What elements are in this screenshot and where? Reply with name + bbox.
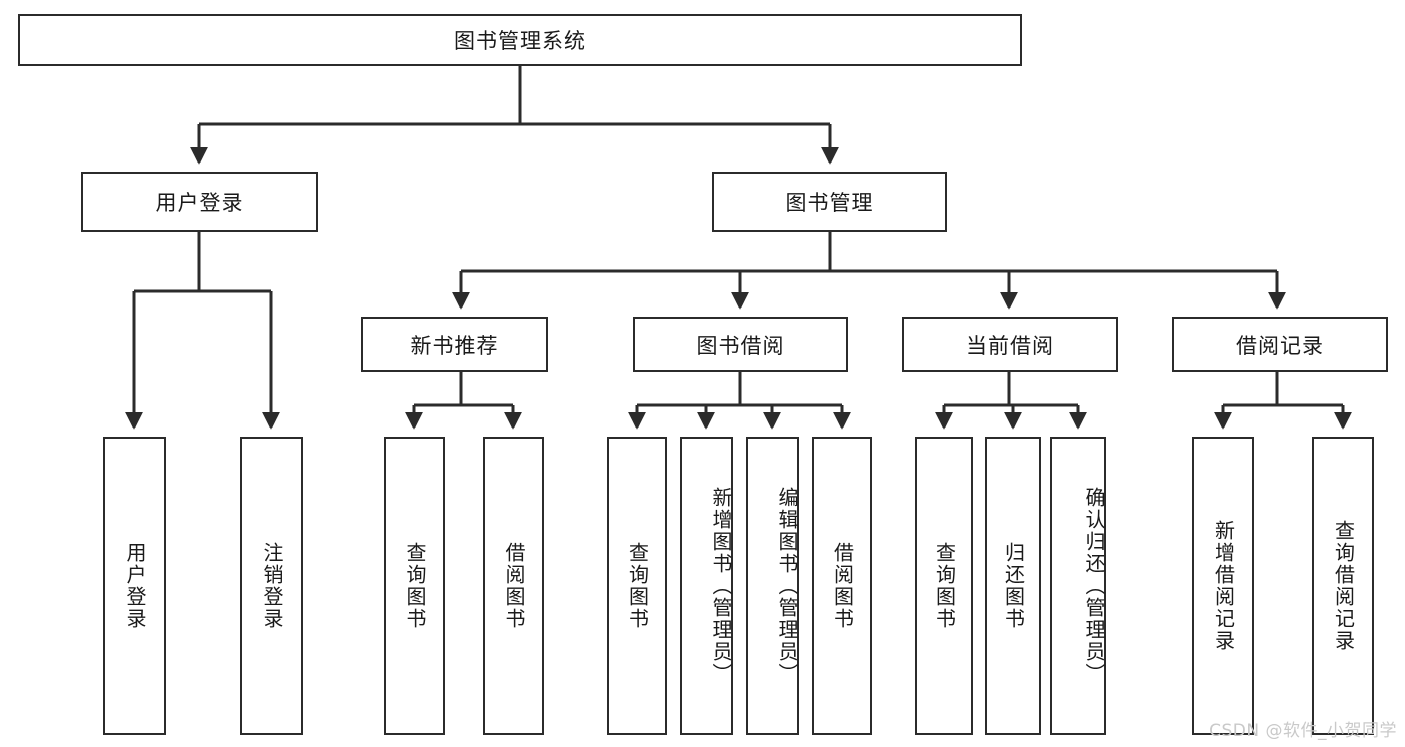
node-leaf-borrow-book-rec-label: 借阅图书 — [502, 542, 526, 630]
node-user-login-label: 用户登录 — [155, 191, 244, 215]
node-leaf-edit-book-label: 编辑图书（管理员） — [775, 487, 799, 685]
node-leaf-query-book-borrow[interactable]: 查询图书 — [607, 437, 667, 735]
node-leaf-user-login[interactable]: 用户登录 — [103, 437, 166, 735]
node-leaf-return-book-label: 归还图书 — [1001, 542, 1026, 630]
node-leaf-return-book[interactable]: 归还图书 — [985, 437, 1041, 735]
node-leaf-borrow-book[interactable]: 借阅图书 — [812, 437, 872, 735]
node-current-borrow-label: 当前借阅 — [966, 333, 1054, 358]
node-root-label: 图书管理系统 — [454, 29, 586, 53]
node-leaf-logout[interactable]: 注销登录 — [240, 437, 303, 735]
node-new-book-recommend-label: 新书推荐 — [410, 333, 499, 358]
node-leaf-add-record[interactable]: 新增借阅记录 — [1192, 437, 1254, 735]
node-leaf-query-book-rec-label: 查询图书 — [403, 542, 427, 630]
node-leaf-query-record[interactable]: 查询借阅记录 — [1312, 437, 1374, 735]
node-borrow-record[interactable]: 借阅记录 — [1172, 317, 1388, 372]
node-leaf-query-book-current[interactable]: 查询图书 — [915, 437, 973, 735]
node-book-management[interactable]: 图书管理 — [712, 172, 947, 232]
node-leaf-query-book-rec[interactable]: 查询图书 — [384, 437, 445, 735]
node-leaf-add-book[interactable]: 新增图书（管理员） — [680, 437, 733, 735]
node-leaf-edit-book[interactable]: 编辑图书（管理员） — [746, 437, 799, 735]
node-current-borrow[interactable]: 当前借阅 — [902, 317, 1118, 372]
node-leaf-confirm-return-label: 确认归还（管理员） — [1082, 487, 1106, 685]
node-book-management-label: 图书管理 — [785, 191, 874, 215]
node-leaf-borrow-book-rec[interactable]: 借阅图书 — [483, 437, 544, 735]
node-leaf-confirm-return[interactable]: 确认归还（管理员） — [1050, 437, 1106, 735]
node-leaf-query-record-label: 查询借阅记录 — [1331, 520, 1356, 652]
node-new-book-recommend[interactable]: 新书推荐 — [361, 317, 548, 372]
node-leaf-query-book-borrow-label: 查询图书 — [625, 542, 650, 630]
node-borrow-record-label: 借阅记录 — [1236, 333, 1324, 358]
node-book-borrow-label: 图书借阅 — [696, 333, 785, 358]
node-book-borrow[interactable]: 图书借阅 — [633, 317, 848, 372]
node-leaf-add-book-label: 新增图书（管理员） — [709, 487, 733, 685]
node-leaf-logout-label: 注销登录 — [260, 542, 284, 630]
node-leaf-query-book-current-label: 查询图书 — [932, 542, 957, 630]
node-user-login[interactable]: 用户登录 — [81, 172, 318, 232]
node-root[interactable]: 图书管理系统 — [18, 14, 1022, 66]
node-leaf-user-login-label: 用户登录 — [123, 542, 147, 630]
node-leaf-add-record-label: 新增借阅记录 — [1211, 520, 1236, 652]
node-leaf-borrow-book-label: 借阅图书 — [830, 542, 855, 630]
